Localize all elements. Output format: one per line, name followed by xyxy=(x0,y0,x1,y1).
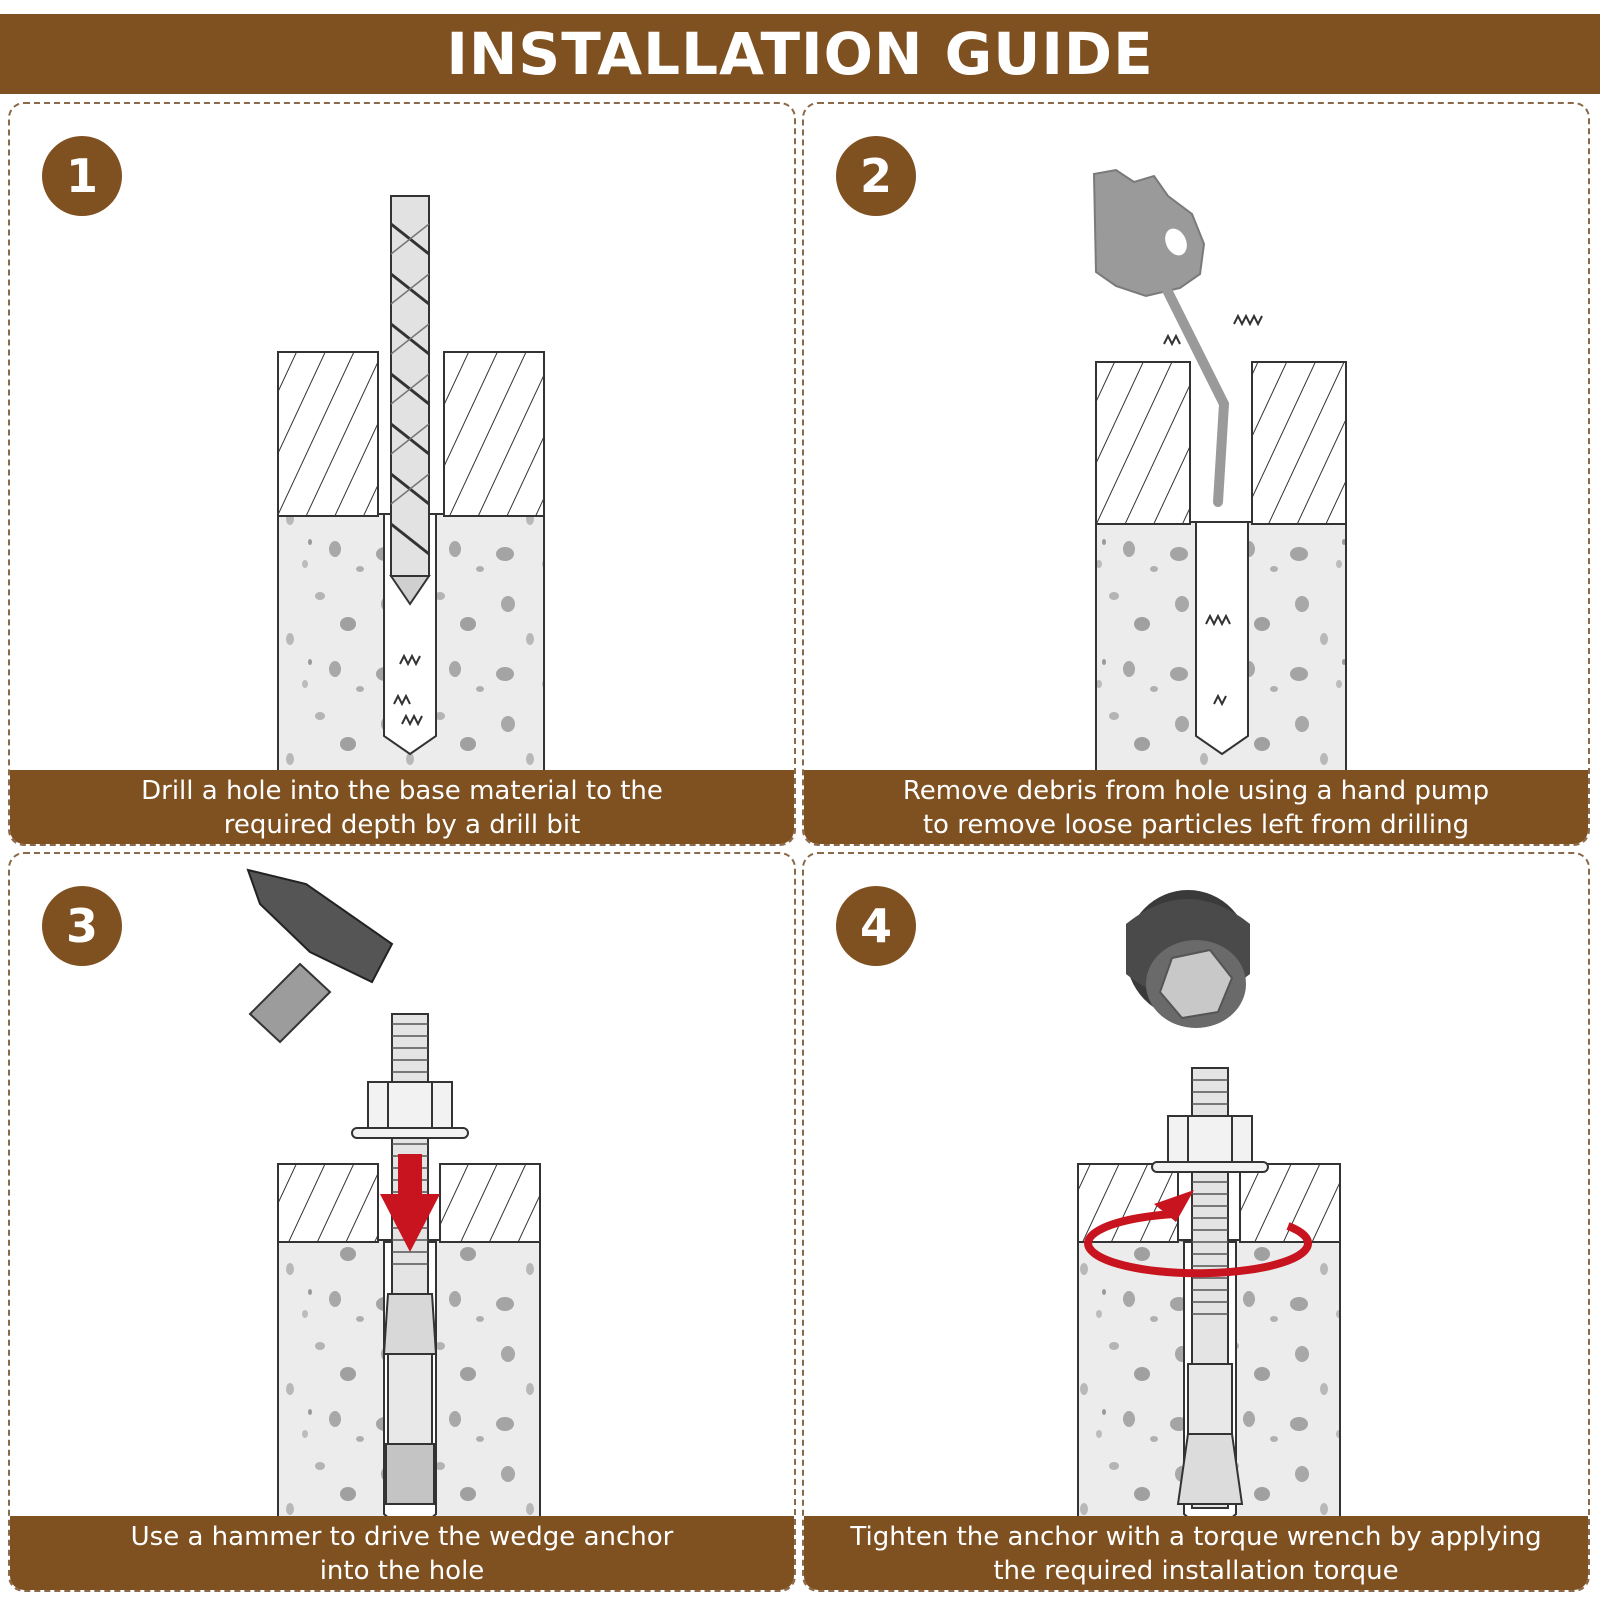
caption-line: to remove loose particles left from dril… xyxy=(922,810,1470,840)
step-panel-4: 4 Tighten the anchor with a torque wrenc… xyxy=(802,852,1590,1592)
step-panel-3: 3 Use a hammer to drive the wedge anchor… xyxy=(8,852,796,1592)
caption-line: Use a hammer to drive the wedge anchor xyxy=(130,1522,674,1552)
step-caption: Remove debris from hole using a hand pum… xyxy=(804,770,1588,844)
step-number-badge: 1 xyxy=(42,136,122,216)
caption-line: the required installation torque xyxy=(993,1556,1399,1586)
caption-line: Tighten the anchor with a torque wrench … xyxy=(850,1522,1542,1552)
caption-line: Drill a hole into the base material to t… xyxy=(141,776,663,806)
step-number-badge: 3 xyxy=(42,886,122,966)
socket-wrench-icon xyxy=(1077,890,1341,1590)
caption-line: required depth by a drill bit xyxy=(223,810,581,840)
caption-line: into the hole xyxy=(319,1556,485,1586)
caption-line: Remove debris from hole using a hand pum… xyxy=(902,776,1490,806)
hand-pump-icon xyxy=(1092,168,1347,844)
step-panel-1: 1 Drill a hole into the base material to… xyxy=(8,102,796,846)
step-number-badge: 2 xyxy=(836,136,916,216)
step-caption: Drill a hole into the base material to t… xyxy=(10,770,794,844)
step-number-badge: 4 xyxy=(836,886,916,966)
hammer-icon xyxy=(246,868,541,1590)
step-caption: Tighten the anchor with a torque wrench … xyxy=(804,1516,1588,1590)
page-title: INSTALLATION GUIDE xyxy=(0,14,1600,94)
drill-bit-icon xyxy=(277,195,545,844)
step-caption: Use a hammer to drive the wedge anchor i… xyxy=(10,1516,794,1590)
step-panel-2: 2 Remove debris from hole using a hand p… xyxy=(802,102,1590,846)
